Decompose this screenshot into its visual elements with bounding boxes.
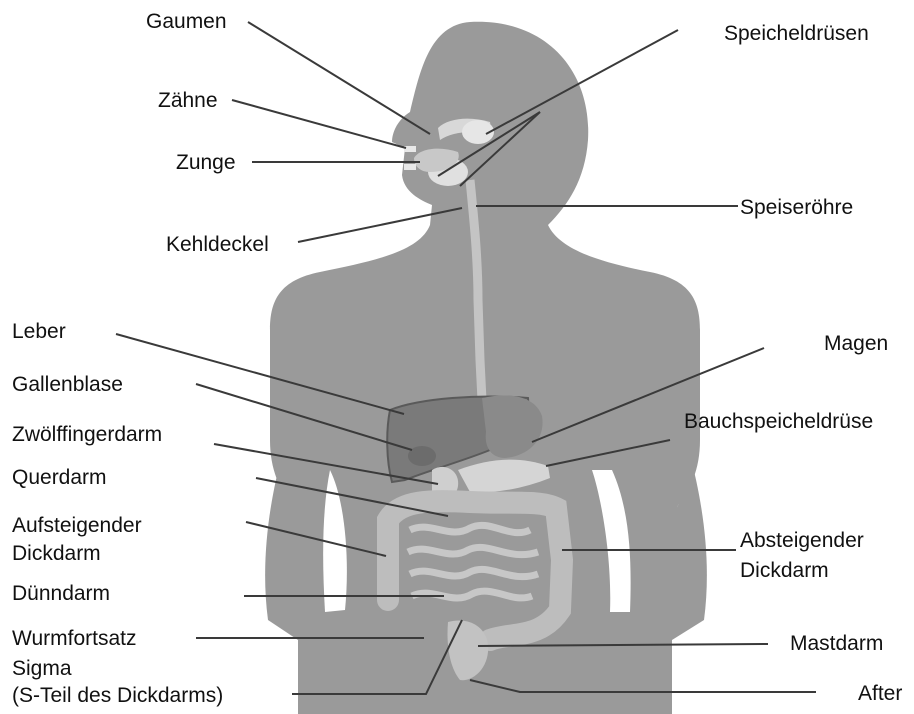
label-absteigender-line2: Dickdarm (740, 557, 829, 584)
line-gaumen (248, 22, 430, 134)
line-zaehne (232, 100, 406, 148)
label-duenndarm: Dünndarm (12, 580, 110, 607)
label-kehldeckel: Kehldeckel (166, 231, 269, 258)
label-sigma-line2: (S-Teil des Dickdarms) (12, 682, 223, 709)
label-after: After (858, 680, 902, 707)
label-speiseroehre: Speiseröhre (740, 194, 853, 221)
label-absteigender-line1: Absteigender (740, 527, 864, 554)
label-sigma-line1: Sigma (12, 655, 72, 682)
label-leber: Leber (12, 318, 66, 345)
label-zaehne: Zähne (158, 87, 218, 114)
label-aufsteigender-line2: Dickdarm (12, 540, 101, 567)
label-aufsteigender-line1: Aufsteigender (12, 512, 142, 539)
label-mastdarm: Mastdarm (790, 630, 883, 657)
label-zunge: Zunge (176, 149, 236, 176)
label-querdarm: Querdarm (12, 464, 107, 491)
label-gaumen: Gaumen (146, 8, 227, 35)
label-magen: Magen (824, 330, 888, 357)
label-gallenblase: Gallenblase (12, 371, 123, 398)
label-zwoelffingerdarm: Zwölffingerdarm (12, 421, 162, 448)
label-speicheldruesen: Speicheldrüsen (724, 20, 869, 47)
gallbladder (408, 446, 436, 466)
label-wurmfortsatz: Wurmfortsatz (12, 625, 136, 652)
label-bauchspeicheldruese: Bauchspeicheldrüse (684, 408, 873, 435)
